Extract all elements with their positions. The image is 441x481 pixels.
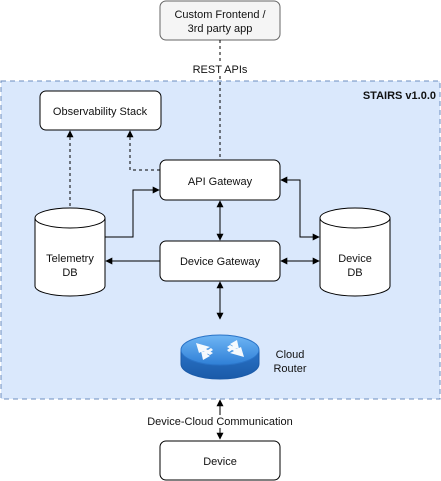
device-db-label-line2: DB bbox=[347, 267, 362, 279]
telemetry-to-api-arrow bbox=[105, 186, 160, 238]
api-to-device-db-arrow bbox=[280, 176, 320, 241]
telemetry-db-label-line2: DB bbox=[62, 267, 77, 279]
router-label-line1: Cloud bbox=[276, 349, 305, 361]
frontend-label-line2: 3rd party app bbox=[188, 23, 253, 35]
telemetry-db-label-line1: Telemetry bbox=[46, 253, 94, 265]
router-label-line2: Router bbox=[273, 363, 306, 375]
frontend-label-line1: Custom Frontend / bbox=[174, 9, 266, 21]
router-icon[interactable] bbox=[180, 334, 260, 380]
api-gateway-label: API Gateway bbox=[188, 176, 253, 188]
rest-label-bg bbox=[192, 63, 248, 76]
device-cloud-communication-label: Device-Cloud Communication bbox=[147, 416, 293, 428]
device-db-label-line1: Device bbox=[338, 253, 372, 265]
observability-stack-label: Observability Stack bbox=[53, 106, 148, 118]
container-title: STAIRS v1.0.0 bbox=[363, 90, 436, 102]
device-db-cylinder[interactable] bbox=[319, 207, 391, 297]
comm-label-bg bbox=[146, 415, 294, 428]
device-gateway-label: Device Gateway bbox=[180, 256, 261, 268]
api-gateway-box[interactable] bbox=[159, 159, 281, 201]
gateway-to-observability-arrow bbox=[126, 130, 160, 171]
observability-stack-box[interactable] bbox=[39, 90, 162, 131]
telemetry-db-cylinder[interactable] bbox=[34, 207, 106, 297]
rest-api-label: REST APIs bbox=[193, 64, 248, 76]
device-label: Device bbox=[203, 456, 237, 468]
device-box[interactable] bbox=[159, 440, 281, 481]
